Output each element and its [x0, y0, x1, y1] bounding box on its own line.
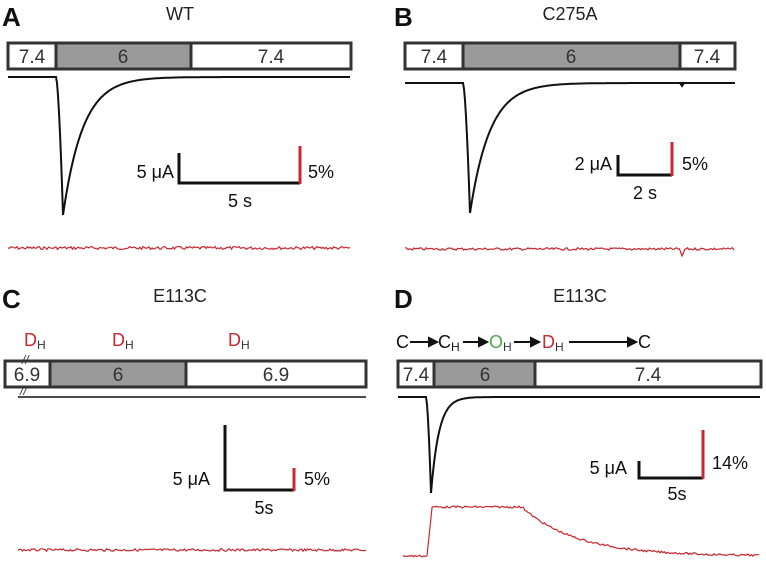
state-scheme: C CH OH DH C [396, 332, 651, 354]
ph-bar: 7.4 6 7.4 [396, 359, 763, 389]
panel-b: B C275A 7.4 6 7.4 2 μA 2 s 5% [394, 2, 737, 258]
arrow-head [627, 336, 639, 348]
ph-label: 7.4 [635, 365, 662, 386]
panel-label: D [394, 284, 413, 314]
ph-segment [678, 41, 737, 71]
time-scale-label: 2 s [633, 183, 657, 203]
scale-bar: 2 μA 2 s 5% [575, 142, 708, 203]
scale-bar-lines [177, 153, 300, 185]
ph-label: 7.4 [19, 47, 46, 68]
ph-segment [48, 359, 188, 389]
current-scale-label: 5 μA [137, 162, 174, 182]
panel-title: C275A [542, 4, 597, 24]
panel-title: WT [166, 4, 194, 24]
fluorescence-trace [402, 505, 760, 558]
arrow-head [428, 336, 440, 348]
scale-bar-lines [616, 155, 672, 177]
panel-label: A [2, 2, 21, 32]
scale-bar: 5 μA 5s 5% [173, 425, 330, 518]
state-label: DH [542, 332, 564, 354]
time-scale-label: 5 s [228, 191, 252, 211]
ph-label: 7.4 [421, 47, 448, 68]
ph-label: 6 [113, 365, 124, 386]
ph-segment [533, 359, 763, 389]
state-label: DH [228, 330, 250, 352]
fluorescence-trace [7, 245, 351, 251]
ph-segment [432, 359, 537, 389]
state-label: CH [438, 332, 460, 354]
current-trace [8, 76, 350, 216]
fluorescence-scale-label: 14% [712, 453, 748, 473]
ph-label: 7.4 [403, 365, 430, 386]
fluorescence-trace [404, 246, 735, 258]
ph-label: 6.9 [263, 365, 289, 386]
state-labels: DH DH DH [24, 330, 250, 352]
fluorescence-scale-label: 5% [304, 469, 330, 489]
current-scale-label: 2 μA [575, 154, 612, 174]
state-label: OH [489, 332, 512, 354]
ph-segment [403, 41, 465, 71]
state-label: C [396, 332, 409, 352]
state-label: C [638, 332, 651, 352]
current-scale-label: 5 μA [173, 469, 210, 489]
fluorescence-trace [17, 548, 367, 553]
time-scale-label: 5s [667, 484, 686, 504]
panel-label: B [394, 2, 413, 32]
transition-arrows [410, 336, 639, 348]
ph-segment [54, 41, 193, 71]
scale-bar: 5 μA 5s 14% [590, 430, 748, 504]
current-trace [398, 396, 760, 494]
axis-break-mark: // [21, 353, 30, 367]
fluorescence-scale-label: 5% [682, 154, 708, 174]
state-label: DH [24, 330, 46, 352]
axis-break-mark: // [19, 384, 28, 398]
ph-label: 6 [118, 47, 129, 68]
ph-label: 6 [480, 365, 491, 386]
ph-label: 6 [566, 47, 577, 68]
arrow-head [478, 336, 490, 348]
arrow-head [530, 336, 542, 348]
ph-label: 7.4 [694, 47, 721, 68]
ph-segment [189, 41, 353, 71]
fluorescence-scale-label: 5% [308, 162, 334, 182]
current-trace [405, 82, 735, 214]
panel-d: D E113C C CH OH DH C 7.4 6 7.4 [394, 284, 763, 558]
ph-label: 7.4 [258, 47, 285, 68]
panel-label: C [2, 284, 21, 314]
panel-c: C E113C DH DH DH 6.9 6 6.9 // // 5 μA 5s… [2, 284, 368, 553]
ph-segment [6, 41, 58, 71]
current-scale-label: 5 μA [590, 458, 627, 478]
ph-segment [184, 359, 368, 389]
time-scale-label: 5s [254, 498, 273, 518]
scale-bar-lines [637, 461, 703, 480]
scale-bar-lines [223, 425, 294, 492]
scale-bar: 5 μA 5 s 5% [137, 146, 334, 211]
ph-bar: 7.4 6 7.4 [6, 41, 353, 71]
panel-title: E113C [153, 286, 207, 306]
ph-bar: 7.4 6 7.4 [403, 41, 737, 71]
panel-a: A WT 7.4 6 7.4 5 μA 5 s 5% [2, 2, 353, 251]
state-label: DH [112, 330, 134, 352]
ph-bar: 6.9 6 6.9 // // [3, 353, 368, 398]
panel-title: E113C [553, 286, 607, 306]
ph-label: 6.9 [14, 365, 40, 386]
